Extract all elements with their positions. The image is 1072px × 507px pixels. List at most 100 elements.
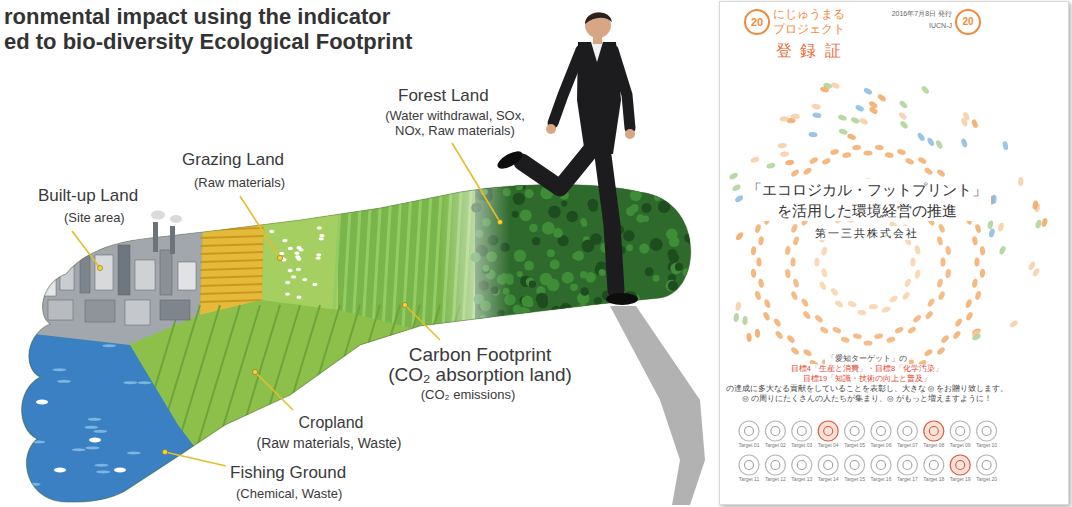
footprint-mark — [991, 195, 997, 204]
footprint-mark — [971, 333, 981, 342]
footprint-mark — [802, 167, 812, 176]
tree — [699, 228, 711, 240]
sheep — [285, 292, 290, 295]
target-label: Target 02 — [765, 442, 786, 448]
man-arm — [553, 50, 581, 123]
field-row — [422, 175, 432, 345]
footprint-mark — [1009, 319, 1019, 329]
icon-glyph — [877, 461, 886, 470]
leader-dot — [497, 219, 502, 224]
foot-outline — [22, 185, 691, 503]
target-icon — [897, 421, 917, 441]
footprint-mark — [1035, 219, 1043, 229]
sheep — [298, 248, 303, 251]
footprint-mark — [974, 290, 982, 300]
footprint-mark — [937, 223, 945, 233]
footprint-mark — [988, 228, 996, 238]
icon-circle — [792, 455, 812, 475]
footprint-mark — [785, 246, 791, 256]
footprint-mark — [896, 148, 906, 156]
yellow-crop-region — [200, 170, 265, 315]
footprint-mark — [916, 132, 926, 142]
sheep — [279, 252, 284, 255]
tree — [704, 193, 713, 202]
footprint-mark — [898, 100, 908, 110]
icon-circle — [897, 455, 917, 475]
footprint-mark — [884, 152, 894, 159]
tree — [580, 271, 587, 278]
footprint-mark — [756, 258, 761, 267]
wave — [93, 430, 107, 433]
footprint-mark — [809, 156, 819, 165]
sheep — [282, 239, 287, 242]
footprint-mark — [751, 246, 757, 255]
tree — [686, 282, 696, 292]
crop-stripe — [200, 268, 266, 270]
target-icon — [950, 455, 970, 475]
target-label: Target 16 — [871, 476, 892, 482]
tree — [680, 176, 691, 187]
footprint-mark — [832, 326, 842, 334]
grazing-region — [262, 170, 338, 315]
footprint-mark — [945, 246, 951, 256]
tree — [519, 317, 526, 324]
footprint-mark — [987, 220, 994, 230]
footprint-mark — [774, 330, 784, 340]
footprint-mark — [773, 317, 782, 327]
tree — [559, 303, 572, 316]
tree — [650, 238, 663, 251]
footprint-mark — [754, 290, 762, 300]
region-label: (Raw materials, Waste) — [257, 435, 402, 452]
footprint-mark — [869, 304, 879, 310]
footprint-mark — [868, 100, 878, 109]
target-icon — [871, 421, 891, 441]
footprint-mark — [940, 334, 950, 344]
icon-circle — [924, 421, 944, 441]
tree — [516, 183, 523, 190]
tree — [692, 177, 700, 185]
sheep — [319, 237, 324, 240]
footprint-mark — [1018, 177, 1024, 186]
certificate-text: 「愛知ターゲット」の — [825, 354, 909, 364]
building — [178, 262, 196, 290]
sheep — [296, 268, 301, 271]
certificate: 20にじゅうまる プロジェクト2016年7月8日 発行IUCN-J20登 録 証… — [719, 1, 1069, 505]
tree — [536, 293, 548, 305]
certificate-text: 20 — [962, 16, 973, 28]
tree — [626, 244, 633, 251]
built-up-region — [0, 170, 205, 345]
tree — [700, 296, 712, 308]
tree — [547, 249, 555, 257]
footprint-mark — [899, 120, 909, 130]
crop-stripe — [200, 236, 266, 238]
crop-stripe — [200, 292, 266, 294]
tree — [532, 237, 540, 245]
man-leg — [602, 148, 616, 290]
icon-circle — [924, 455, 944, 475]
footprint-mark — [877, 93, 887, 102]
tree — [582, 240, 595, 253]
building — [40, 272, 56, 296]
footprint-mark — [850, 116, 860, 125]
leader-dot — [162, 449, 167, 454]
building — [160, 300, 190, 320]
target-label: Target 17 — [897, 476, 918, 482]
field-row — [392, 175, 402, 345]
footprint-mark — [819, 326, 829, 335]
footprint-mark — [800, 297, 809, 307]
target-label: Target 04 — [818, 442, 839, 448]
target-label: Target 03 — [791, 442, 812, 448]
footprint-mark — [802, 348, 812, 357]
tree — [529, 281, 536, 288]
footprint-mark — [834, 299, 844, 308]
footprint-mark — [758, 236, 765, 246]
tree — [649, 308, 662, 321]
sea-waves — [27, 344, 152, 494]
footprint-mark — [735, 231, 745, 241]
tree — [562, 272, 574, 284]
logo-ring — [745, 10, 769, 34]
region-label: (CO₂ emissions) — [421, 387, 516, 403]
footprint-mark — [863, 87, 873, 96]
certificate-text: 第一三共株式会社 — [813, 226, 921, 240]
certificate-text: にじゅうまる プロジェクト — [773, 7, 849, 37]
